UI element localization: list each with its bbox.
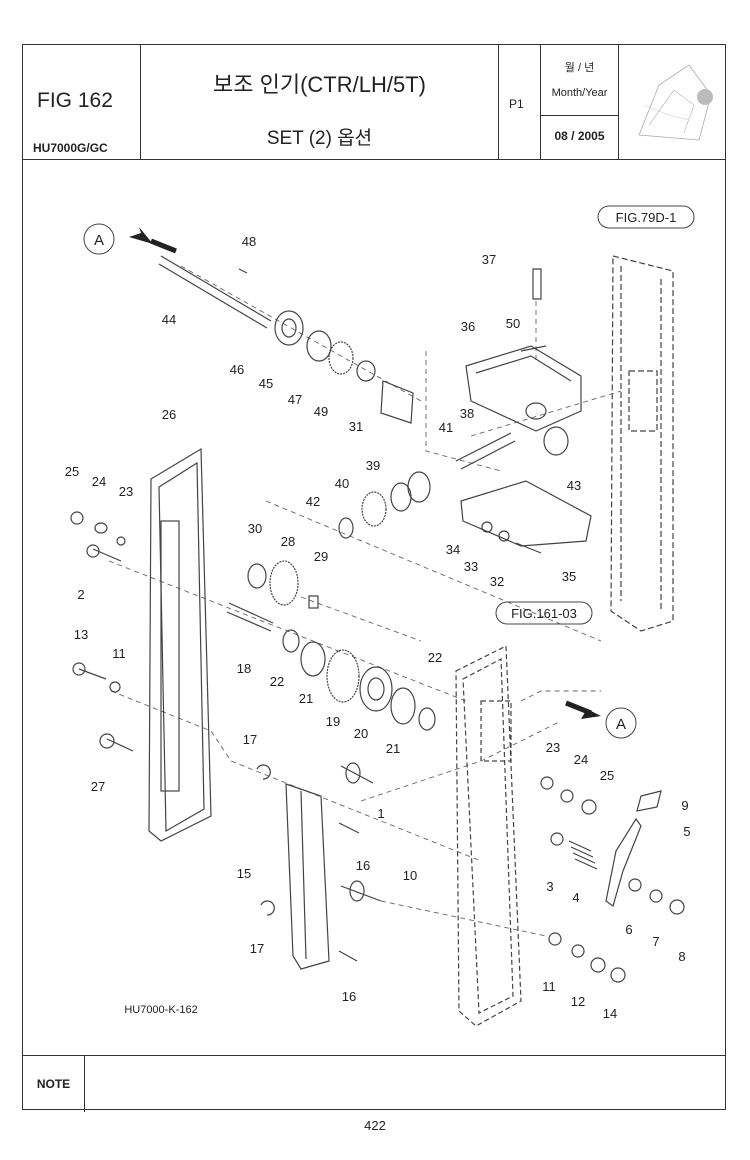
part-callout-13: 13 (74, 627, 88, 642)
part-callout-23: 23 (119, 484, 133, 499)
part-callout-24: 24 (574, 752, 588, 767)
note-row: NOTE (23, 1055, 725, 1112)
part-callout-12: 12 (571, 994, 585, 1009)
ref-fig-161-03: FIG.161-03 (511, 606, 577, 621)
header: FIG 162 HU7000G/GC 보조 인기(CTR/LH/5T) SET … (23, 45, 725, 160)
part-callout-36: 36 (461, 319, 475, 334)
part-callout-21: 21 (386, 741, 400, 756)
fig-79d-1-frame (610, 255, 674, 632)
part-callout-23: 23 (546, 740, 560, 755)
fig-number: FIG 162 (37, 89, 113, 112)
part-callout-49: 49 (314, 404, 328, 419)
arrow-marker-a-right: A (616, 716, 626, 733)
part-callout-29: 29 (314, 549, 328, 564)
drawing-id: HU7000-K-162 (124, 1004, 197, 1016)
part-callout-9: 9 (681, 798, 688, 813)
part-callout-16: 16 (342, 989, 356, 1004)
date-value: 08 / 2005 (554, 129, 605, 143)
part-callout-31: 31 (349, 419, 363, 434)
part-callout-17: 17 (250, 941, 264, 956)
thumbnail-sketch (638, 64, 713, 141)
fig-161-03-plate (455, 645, 522, 1027)
title-cell: 보조 인기(CTR/LH/5T) SET (2) 옵션 (141, 45, 499, 159)
page-number: 422 (364, 1118, 386, 1133)
part-callout-39: 39 (366, 458, 380, 473)
part-callout-18: 18 (237, 661, 251, 676)
ref-fig-79d-1: FIG.79D-1 (616, 210, 677, 225)
part-callout-22: 22 (270, 674, 284, 689)
part-callout-38: 38 (460, 406, 474, 421)
part-callout-6: 6 (625, 922, 632, 937)
part-callout-15: 15 (237, 866, 251, 881)
part-callout-40: 40 (335, 476, 349, 491)
part-callout-22: 22 (428, 650, 442, 665)
model-code: HU7000G/GC (33, 141, 108, 155)
part-callout-7: 7 (652, 934, 659, 949)
part-callout-25: 25 (65, 464, 79, 479)
part-callout-34: 34 (446, 542, 460, 557)
shaft-44 (158, 255, 272, 329)
date-cell: 월 / 년 Month/Year 08 / 2005 (541, 45, 619, 159)
part-callout-11: 11 (112, 646, 126, 661)
part-callout-42: 42 (306, 494, 320, 509)
part-callout-24: 24 (92, 474, 106, 489)
side-plate-26 (148, 447, 212, 842)
part-callout-32: 32 (490, 574, 504, 589)
part-callout-10: 10 (403, 868, 417, 883)
thumbnail-cell (619, 45, 727, 159)
part-callout-21: 21 (299, 691, 313, 706)
arrow-marker-a-left: A (94, 232, 104, 249)
part-callout-4: 4 (572, 890, 579, 905)
part-callout-20: 20 (354, 726, 368, 741)
part-callout-19: 19 (326, 714, 340, 729)
part-callout-44: 44 (162, 312, 176, 327)
part-callout-43: 43 (567, 478, 581, 493)
part-callout-1: 1 (377, 806, 384, 821)
part-callout-27: 27 (91, 779, 105, 794)
part-callout-17: 17 (243, 732, 257, 747)
title-line-1: 보조 인기(CTR/LH/5T) (213, 72, 426, 97)
part-callout-41: 41 (439, 420, 453, 435)
page-frame: FIG 162 HU7000G/GC 보조 인기(CTR/LH/5T) SET … (22, 44, 726, 1112)
part-callout-47: 47 (288, 392, 302, 407)
page-code: P1 (509, 97, 524, 111)
part-callout-25: 25 (600, 768, 614, 783)
part-callout-50: 50 (506, 316, 520, 331)
part-callout-5: 5 (683, 824, 690, 839)
month-year-label: Month/Year (551, 87, 608, 99)
part-callout-26: 26 (162, 407, 176, 422)
page-cell: P1 (499, 45, 541, 159)
part-callout-16: 16 (356, 858, 370, 873)
part-callout-33: 33 (464, 559, 478, 574)
part-callout-3: 3 (546, 879, 553, 894)
part-callout-35: 35 (562, 569, 576, 584)
month-year-korean: 월 / 년 (564, 62, 595, 74)
part-callout-14: 14 (603, 1006, 617, 1021)
part-callout-37: 37 (482, 252, 496, 267)
fig-cell: FIG 162 HU7000G/GC (23, 45, 141, 159)
part-callout-46: 46 (230, 362, 244, 377)
part-callout-2: 2 (77, 587, 84, 602)
part-callout-45: 45 (259, 376, 273, 391)
exploded-parts-diagram: FIG.79D-1 FIG.161-03 A A HU7000-K-162 48… (65, 205, 695, 1027)
part-callout-48: 48 (242, 234, 256, 249)
title-line-2: SET (2) 옵션 (266, 128, 373, 149)
part-callout-11: 11 (542, 979, 556, 994)
part-callout-8: 8 (678, 949, 685, 964)
part-callout-28: 28 (281, 534, 295, 549)
note-label: NOTE (23, 1056, 85, 1112)
part-callout-30: 30 (248, 521, 262, 536)
